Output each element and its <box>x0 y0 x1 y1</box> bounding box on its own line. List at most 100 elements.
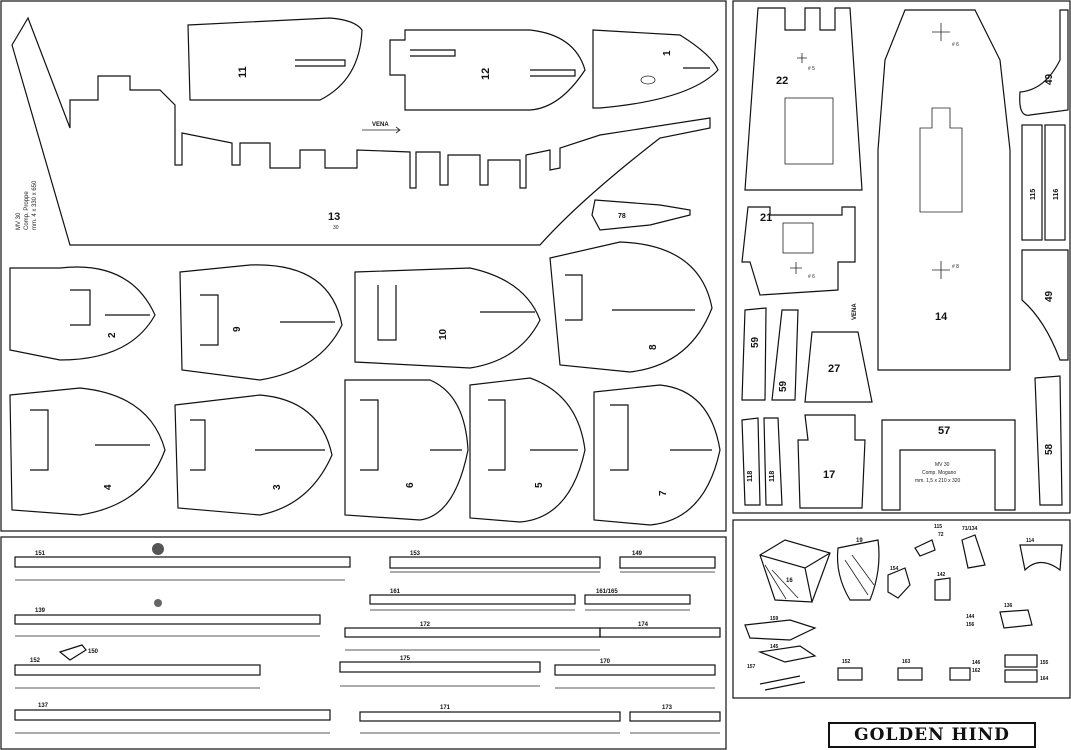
part-116-shape <box>1044 124 1066 241</box>
strip-137-label: 137 <box>38 703 49 709</box>
strip-152-label: 152 <box>30 658 41 664</box>
part-8-label: 8 <box>648 344 659 350</box>
part-22-hole-icon <box>797 53 807 63</box>
part-12-shape <box>389 29 586 111</box>
br-115-label: 115 <box>934 524 942 530</box>
strip-152 <box>14 664 261 676</box>
part-13-label: 13 <box>328 211 340 223</box>
br-114-label: 114 <box>1026 538 1034 544</box>
part-58-label: 58 <box>1044 443 1055 455</box>
strip-174 <box>599 627 721 638</box>
part-9-shape <box>179 264 343 381</box>
info-tr-2: mm. 1,5 x 210 x 320 <box>915 478 961 484</box>
info-tl-2: mm. 4 x 330 x 650 <box>32 180 38 230</box>
part-49b-label: 49 <box>1044 290 1055 302</box>
br-162-label: 162 <box>972 668 981 674</box>
part-59b-label: 59 <box>778 380 789 392</box>
top-right-sheet: 22 # 5 # 6 # 8 14 21 # 6 VENA 49 49 115 … <box>741 7 1069 511</box>
br-154-label: 154 <box>890 566 899 572</box>
part-118a-label: 118 <box>747 471 754 482</box>
part-22-shape <box>744 7 863 191</box>
part-118b-shape <box>763 417 783 506</box>
part-3-label: 3 <box>272 484 283 490</box>
part-145-detail <box>757 645 817 663</box>
part-57-shape <box>881 419 1016 511</box>
br-145-label: 145 <box>770 644 779 650</box>
strip-161 <box>369 594 576 605</box>
part-49a-shape <box>1019 9 1069 116</box>
block-16-hatch <box>764 564 799 600</box>
strip-161-165 <box>584 594 691 605</box>
strip-171 <box>359 711 621 722</box>
strip-137 <box>14 709 331 721</box>
strip-170-label: 170 <box>600 659 611 665</box>
part-49b-shape <box>1021 249 1069 361</box>
hole-label-3: # 8 <box>952 264 959 270</box>
part-6-label: 6 <box>405 482 416 488</box>
block-16 <box>759 539 831 603</box>
strip-153-label: 153 <box>410 551 421 557</box>
top-left-sheet: MV 30 Comp. Proppe mm. 4 x 330 x 650 13 … <box>9 16 721 526</box>
dimension-lines-row2 <box>15 609 690 651</box>
strip-139 <box>14 614 321 625</box>
br-155-label: 155 <box>1040 660 1049 666</box>
part-5-shape <box>469 377 586 523</box>
part-157-detail <box>759 675 806 691</box>
part-6-shape <box>344 379 469 521</box>
part-118b-label: 118 <box>769 471 776 482</box>
part-22-cutout <box>784 97 834 165</box>
part-154-detail <box>887 567 911 599</box>
part-14-cutout <box>919 107 963 213</box>
part-115-label: 115 <box>1030 189 1037 200</box>
strip-175-label: 175 <box>400 656 411 662</box>
part-159-detail <box>744 619 817 641</box>
bottom-left-sheet: 151 153 149 139 161 161/165 172 174 152 … <box>14 543 721 734</box>
part-2-shape <box>9 266 156 361</box>
part-7-label: 7 <box>658 490 669 496</box>
part-118a-shape <box>741 417 761 506</box>
block-19 <box>836 539 880 601</box>
part-10-label: 10 <box>438 328 449 340</box>
br-142-label: 142 <box>937 572 946 578</box>
br-157-label: 157 <box>747 664 756 670</box>
part-114-detail <box>1019 544 1063 572</box>
strip-161-label: 161 <box>390 589 401 595</box>
br-152-label: 152 <box>842 659 851 665</box>
part-12-label: 12 <box>480 68 492 80</box>
hole-label-0: # 5 <box>808 66 815 72</box>
part-78-label: 78 <box>618 213 626 220</box>
part-21-hole-icon <box>790 262 802 274</box>
dimension-lines-row1 <box>15 571 715 581</box>
part-116-label: 116 <box>1053 189 1060 200</box>
part-27-shape <box>804 331 873 403</box>
part-115-detail <box>914 539 936 557</box>
part-21-shape <box>741 206 856 296</box>
part-78-shape <box>591 199 691 231</box>
strip-139-label: 139 <box>35 608 46 614</box>
part-136-detail <box>999 609 1033 629</box>
part-4-label: 4 <box>103 484 114 490</box>
strip-150-label: 150 <box>88 649 99 655</box>
strip-170 <box>554 664 716 676</box>
strip-150-shape <box>58 644 87 661</box>
hole-label-2: # 6 <box>808 274 815 280</box>
strip-173-label: 173 <box>662 705 673 711</box>
grain-label-tl: VENA <box>372 122 389 128</box>
br-71-label: 71/134 <box>962 526 978 532</box>
grain-label-tr: VENA <box>852 303 858 320</box>
strip-175 <box>339 661 541 673</box>
strip-151-label: 151 <box>35 551 46 557</box>
part-49a-label: 49 <box>1044 73 1055 85</box>
block-19-hatch <box>844 554 875 596</box>
part-21-cutout <box>782 222 814 254</box>
block-16-label: 16 <box>786 578 793 584</box>
strip-171-label: 171 <box>440 705 451 711</box>
part-9-label: 9 <box>232 326 243 332</box>
info-tr-0: MV 30 <box>935 462 950 468</box>
part-22-label: 22 <box>776 75 788 87</box>
part-163-detail <box>897 667 923 681</box>
part-14-shape <box>877 9 1011 371</box>
grain-arrow-icon <box>362 126 401 134</box>
strip-151 <box>14 556 351 568</box>
